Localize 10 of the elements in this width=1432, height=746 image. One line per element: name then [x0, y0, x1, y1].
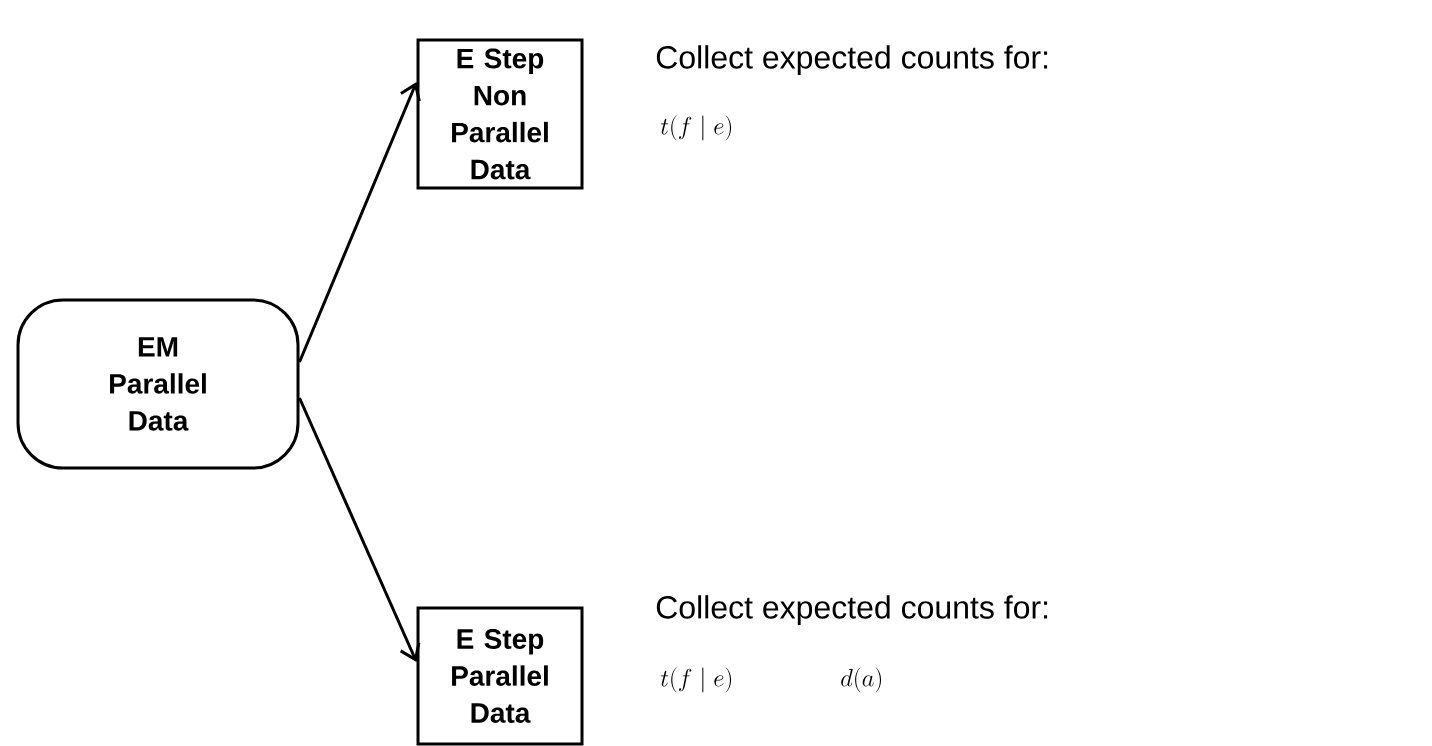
arrow [298, 82, 421, 363]
formula: $t(f\mid e)$ [660, 667, 732, 693]
note-text: Collect expected counts for: [656, 45, 1048, 75]
formula: $t(f\mid e)$ [660, 115, 732, 141]
process-box: E Step Parallel Data [416, 606, 584, 746]
process-box: E Step Non Parallel Data [416, 38, 584, 190]
process-box: EM Parallel Data [16, 298, 300, 470]
formula: $d(a)$ [841, 667, 881, 693]
arrow [298, 397, 421, 662]
note-text: Collect expected counts for: [656, 595, 1048, 625]
